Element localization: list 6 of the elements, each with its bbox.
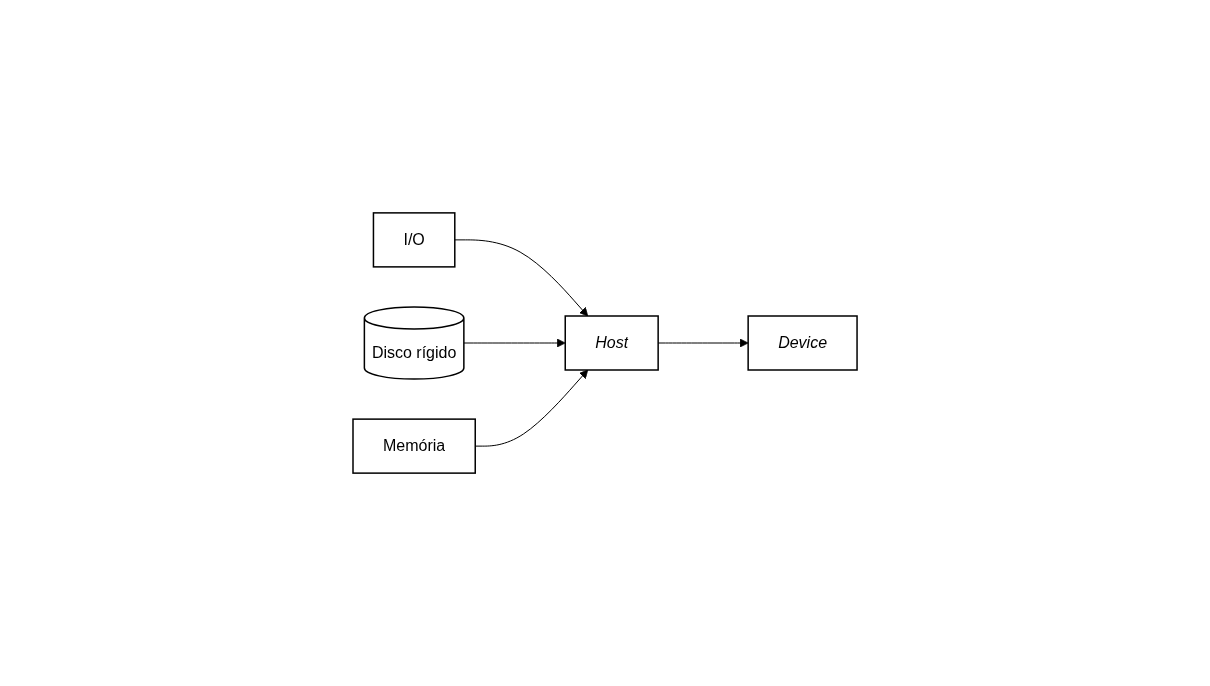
arrow xyxy=(454,239,589,317)
node-box: Host xyxy=(564,315,659,371)
arrow xyxy=(463,338,566,348)
node-box: Memória xyxy=(352,418,476,474)
node-box: Device xyxy=(747,315,858,371)
node-box: I/O xyxy=(372,212,456,268)
